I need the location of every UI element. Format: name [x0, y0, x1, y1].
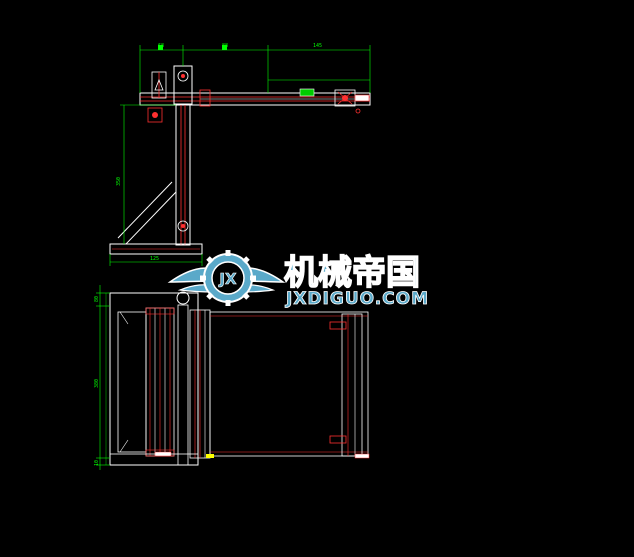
- lower-base: [109, 453, 199, 466]
- lower-dimensions: 80 380 10: [94, 285, 110, 470]
- foot-middle: [206, 454, 214, 458]
- top-dimensions: 68 88 145 350 125: [109, 43, 371, 266]
- diagonal-brace-inner: [125, 191, 177, 245]
- lower-dim-text-3: 10: [94, 460, 100, 466]
- foot-right: [354, 453, 370, 459]
- top-dim-text-1: 68: [158, 43, 164, 49]
- column-assembly: [109, 104, 203, 255]
- side-bracket: [147, 107, 163, 123]
- motor-wheel-top: [177, 70, 189, 82]
- logo-letters: JX: [218, 270, 237, 288]
- base-plate: [109, 243, 203, 255]
- boom-beam-outline: [139, 92, 371, 106]
- lower-frame-assembly: [109, 291, 370, 466]
- top-dim-marker-2: [222, 45, 227, 50]
- hinge-top: [329, 321, 347, 330]
- logo-title-cn: 机械帝国: [284, 253, 420, 293]
- boom-assembly: [139, 65, 371, 123]
- boom-tip-hook: [355, 108, 361, 114]
- right-frame-outline: [209, 311, 369, 457]
- boom-tip: [354, 94, 370, 102]
- gear-tooth-5: [206, 256, 214, 264]
- boom-end-pin: [342, 95, 348, 101]
- top-dim-text-2: 88: [222, 43, 228, 49]
- gear-tooth-6: [242, 292, 250, 300]
- top-dim-marker-1: [158, 45, 163, 50]
- boom-root-clamp: [199, 89, 211, 107]
- watermark-logo: JX 机械帝国 JXDIGUO.COM: [167, 250, 429, 309]
- trolley-block: [299, 88, 315, 97]
- hinge-bottom: [329, 435, 347, 444]
- left-panel-corner-2: [119, 439, 129, 453]
- column-pivot: [177, 220, 189, 232]
- gear-tooth-7: [242, 256, 250, 264]
- motor-wheel-hub: [181, 74, 185, 78]
- lower-dim-text-2: 380: [94, 379, 100, 388]
- column-outline: [175, 104, 191, 246]
- gear-tooth-8: [206, 292, 214, 300]
- left-panel-corner-1: [119, 311, 129, 325]
- column-height-text: 350: [116, 177, 122, 186]
- diagonal-brace-outer: [117, 181, 173, 239]
- lower-pivot: [176, 291, 190, 305]
- logo-title-en: JXDIGUO.COM: [285, 289, 429, 309]
- gear-inner: [211, 261, 245, 295]
- side-bracket-pin: [152, 112, 158, 118]
- column-pivot-hub: [181, 224, 185, 228]
- top-dim-text-3: 145: [313, 43, 322, 49]
- rack-top-bar: [145, 307, 175, 315]
- gear-teeth: [200, 250, 256, 306]
- lower-dim-text-1: 80: [94, 296, 100, 302]
- base-width-text: 125: [150, 256, 159, 262]
- right-frame-end: [341, 313, 363, 457]
- gearbox-cone: [154, 78, 164, 91]
